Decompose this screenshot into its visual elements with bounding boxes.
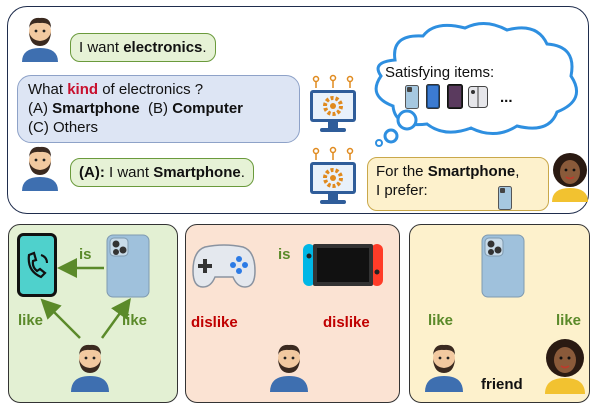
friend-avatar-icon xyxy=(545,339,585,394)
edge-label-dislike: dislike xyxy=(191,314,238,331)
phone-product-icon xyxy=(498,186,512,210)
cloud-title: Satisfying items: xyxy=(385,64,495,81)
edge-label-like: like xyxy=(556,312,582,329)
user-avatar-icon xyxy=(22,146,58,191)
system-computer-icon xyxy=(310,74,356,132)
phone-product-icon xyxy=(447,84,463,109)
user-avatar-icon xyxy=(425,344,463,392)
edge-label-like: like xyxy=(18,312,44,329)
edge-label-is: is xyxy=(79,246,92,263)
iphone-icon xyxy=(106,234,150,298)
user-message-1: I want electronics. xyxy=(70,33,216,62)
phone-call-icon xyxy=(17,233,57,297)
edge-label-friend: friend xyxy=(481,376,523,393)
system-computer-icon xyxy=(310,146,356,204)
nintendo-switch-icon xyxy=(303,244,383,286)
friend-avatar-icon xyxy=(552,153,588,202)
system-question: What kind of electronics ? (A) Smartphon… xyxy=(17,75,300,143)
friend-message: For the Smartphone, I prefer: xyxy=(367,157,549,211)
edge-label-like: like xyxy=(428,312,454,329)
edge-label-dislike: dislike xyxy=(323,314,370,331)
edge-label-is: is xyxy=(278,246,291,263)
phone-product-icon xyxy=(468,86,488,108)
cloud-more: ... xyxy=(500,89,513,106)
phone-product-icon xyxy=(405,85,419,109)
edge-label-like: like xyxy=(122,312,148,329)
user-avatar-icon xyxy=(71,344,109,392)
phone-product-icon xyxy=(426,84,440,109)
user-message-2: (A): I want Smartphone. xyxy=(70,158,254,187)
iphone-icon xyxy=(481,234,525,298)
gamepad-icon xyxy=(192,244,256,288)
user-avatar-icon xyxy=(22,17,58,62)
user-avatar-icon xyxy=(270,344,308,392)
